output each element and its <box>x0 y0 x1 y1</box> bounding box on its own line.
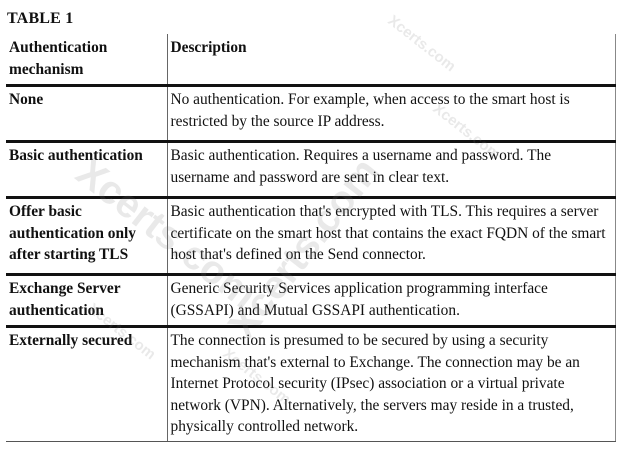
header-authentication-mechanism: Authentication mechanism <box>6 34 168 87</box>
mechanism-cell: Offer basic authentication only after st… <box>6 197 168 276</box>
table-header-row: Authentication mechanism Description <box>6 34 616 87</box>
mechanism-cell: Basic authentication <box>6 141 168 199</box>
authentication-table: Authentication mechanism Description Non… <box>6 34 616 442</box>
mechanism-cell: Exchange Server authentication <box>6 274 168 328</box>
mechanism-cell: Externally secured <box>6 326 168 442</box>
table-row: Exchange Server authentication Generic S… <box>6 274 616 328</box>
table-row: Offer basic authentication only after st… <box>6 197 616 276</box>
table-caption: TABLE 1 <box>7 10 74 27</box>
table-row: Externally secured The connection is pre… <box>6 326 616 442</box>
description-cell: Basic authentication. Requires a usernam… <box>167 141 616 199</box>
description-cell: The connection is presumed to be secured… <box>167 326 616 442</box>
description-cell: Generic Security Services application pr… <box>167 274 616 328</box>
header-description: Description <box>167 34 616 87</box>
mechanism-cell: None <box>6 85 168 143</box>
description-cell: Basic authentication that's encrypted wi… <box>167 197 616 276</box>
table-row: Basic authentication Basic authenticatio… <box>6 141 616 199</box>
table-row: None No authentication. For example, whe… <box>6 85 616 143</box>
description-cell: No authentication. For example, when acc… <box>167 85 616 143</box>
